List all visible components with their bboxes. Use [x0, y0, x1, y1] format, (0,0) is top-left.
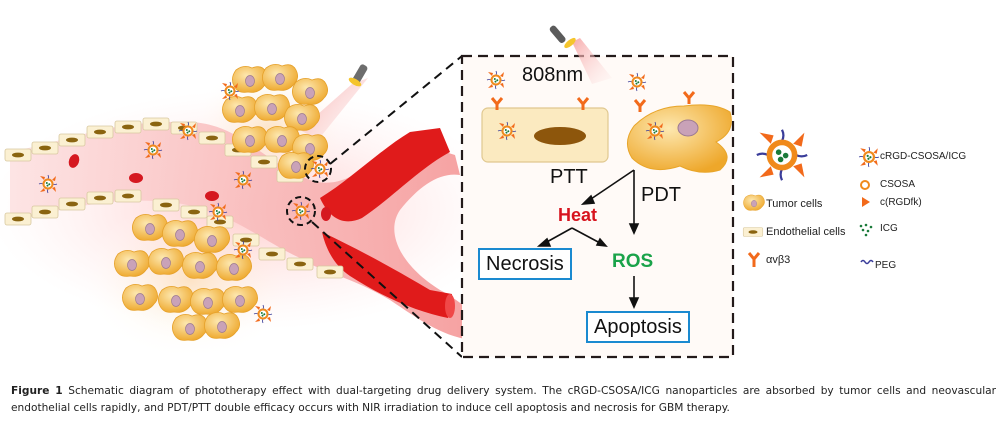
necrosis-box: Necrosis — [478, 248, 572, 280]
legend-label-tumor-cells: Tumor cells — [766, 198, 823, 210]
schematic-figure: 808nm PTT PDT Heat ROS Necrosis Apoptosi… — [0, 25, 967, 360]
pathway-arrows — [536, 169, 640, 309]
ptt-label: PTT — [550, 166, 588, 188]
legend-label-endothelial-cells: Endothelial cells — [766, 226, 846, 238]
legend-label-integrin: αvβ3 — [766, 254, 791, 266]
heat-label: Heat — [558, 205, 598, 225]
zoom-circle-tumor — [304, 155, 332, 183]
pdt-label: PDT — [641, 184, 681, 206]
legend-label-icg: ICG — [880, 223, 898, 234]
tumor-cell-magnified — [627, 72, 732, 173]
endothelial-cell-magnified — [481, 70, 609, 163]
csosa-ring-icon — [860, 180, 870, 190]
blood-vessel — [10, 121, 480, 340]
legend-label-csosa: CSOSA — [880, 179, 916, 190]
zoom-line-bottom — [311, 221, 463, 358]
zoom-line-top — [329, 55, 463, 165]
peg-wave-icon — [860, 259, 874, 265]
figure-caption: Figure 1 Schematic diagram of photothera… — [11, 383, 996, 417]
laser-icon — [300, 64, 368, 140]
legend-nanoparticle-large — [757, 130, 807, 180]
ros-label: ROS — [612, 251, 654, 272]
zoom-circle-vessel — [286, 196, 316, 226]
nanoparticle-icon — [857, 146, 881, 168]
wavelength-label: 808nm — [522, 64, 584, 86]
legend-label-peg: PEG — [875, 260, 897, 271]
tumor-cell-icon — [743, 194, 765, 211]
red-blood-cells — [68, 154, 331, 221]
laser-icon-box — [549, 25, 612, 84]
schematic-illustration — [0, 25, 881, 360]
integrin-receptor-icon — [747, 252, 761, 267]
endothelial-cell-icon — [742, 227, 764, 237]
rgd-triangle-icon — [862, 197, 870, 207]
figure-label: Figure 1 — [11, 385, 63, 397]
apoptosis-box: Apoptosis — [586, 311, 690, 343]
caption-text: Schematic diagram of phototherapy effect… — [11, 385, 996, 414]
legend-label-nanoparticle: cRGD-CSOSA/ICG — [880, 151, 967, 162]
legend-label-rgd: c(RGDfk) — [880, 197, 922, 208]
icg-dots-icon — [859, 223, 873, 237]
